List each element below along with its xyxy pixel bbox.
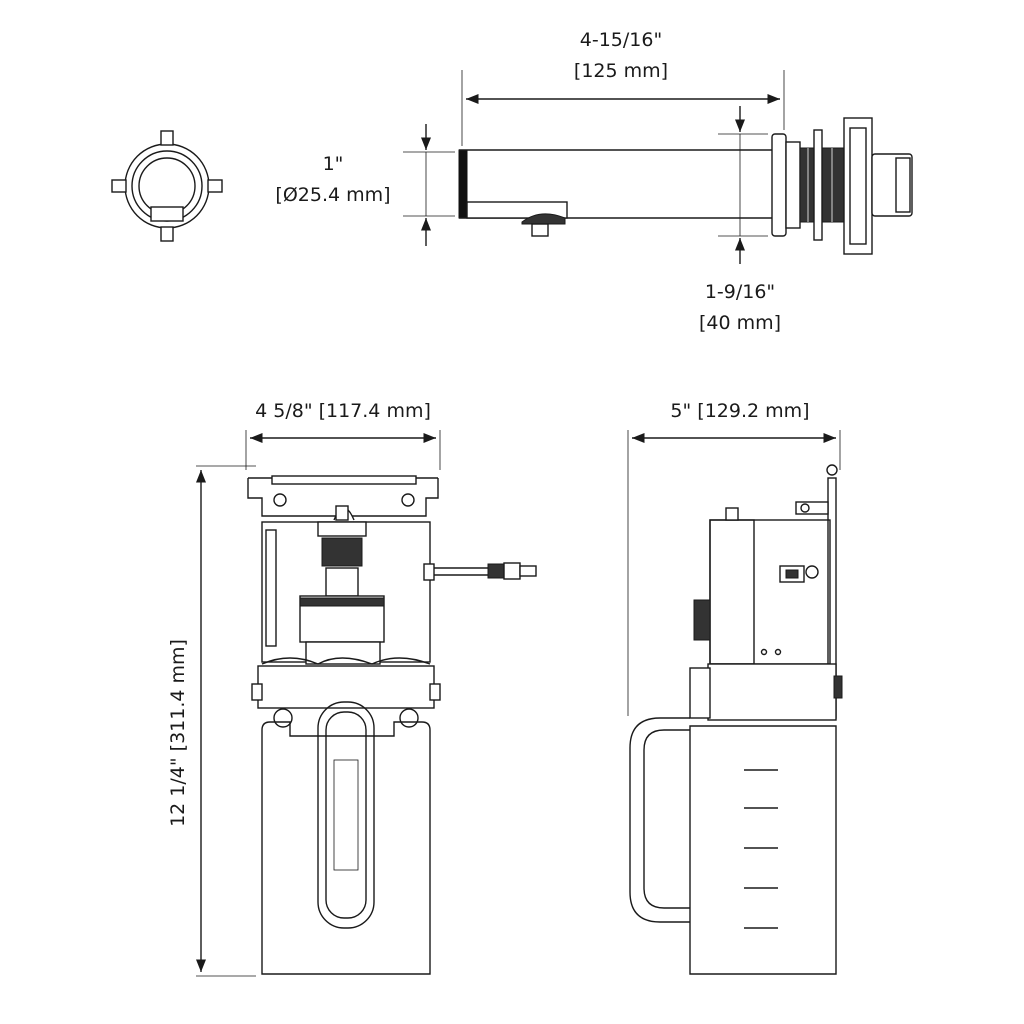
spout-length-dimension: 4-15/16" [125 mm] (461, 29, 785, 146)
unit-front-view (247, 475, 537, 975)
spout-height-dimension: 1-9/16" [40 mm] (699, 106, 781, 334)
unit-side-view (629, 464, 843, 975)
spout-height-metric: [40 mm] (699, 312, 781, 334)
spout-diameter-dimension: 1" [Ø25.4 mm] (275, 124, 455, 246)
spout-length-metric: [125 mm] (574, 60, 668, 82)
unit-depth-label: 5" [129.2 mm] (670, 400, 809, 422)
unit-height-dimension: 12 1/4" [311.4 mm] (167, 465, 256, 977)
spout-side-view (458, 117, 913, 255)
spout-height-imperial: 1-9/16" (705, 281, 775, 303)
spout-diameter-metric: [Ø25.4 mm] (275, 184, 390, 206)
unit-height-label: 12 1/4" [311.4 mm] (167, 639, 189, 827)
spout-diameter-imperial: 1" (323, 153, 344, 175)
unit-width-label: 4 5/8" [117.4 mm] (255, 400, 431, 422)
spout-end-view (111, 130, 223, 242)
spout-length-imperial: 4-15/16" (580, 29, 662, 51)
unit-depth-dimension: 5" [129.2 mm] (627, 400, 841, 716)
unit-width-dimension: 4 5/8" [117.4 mm] (245, 400, 441, 470)
